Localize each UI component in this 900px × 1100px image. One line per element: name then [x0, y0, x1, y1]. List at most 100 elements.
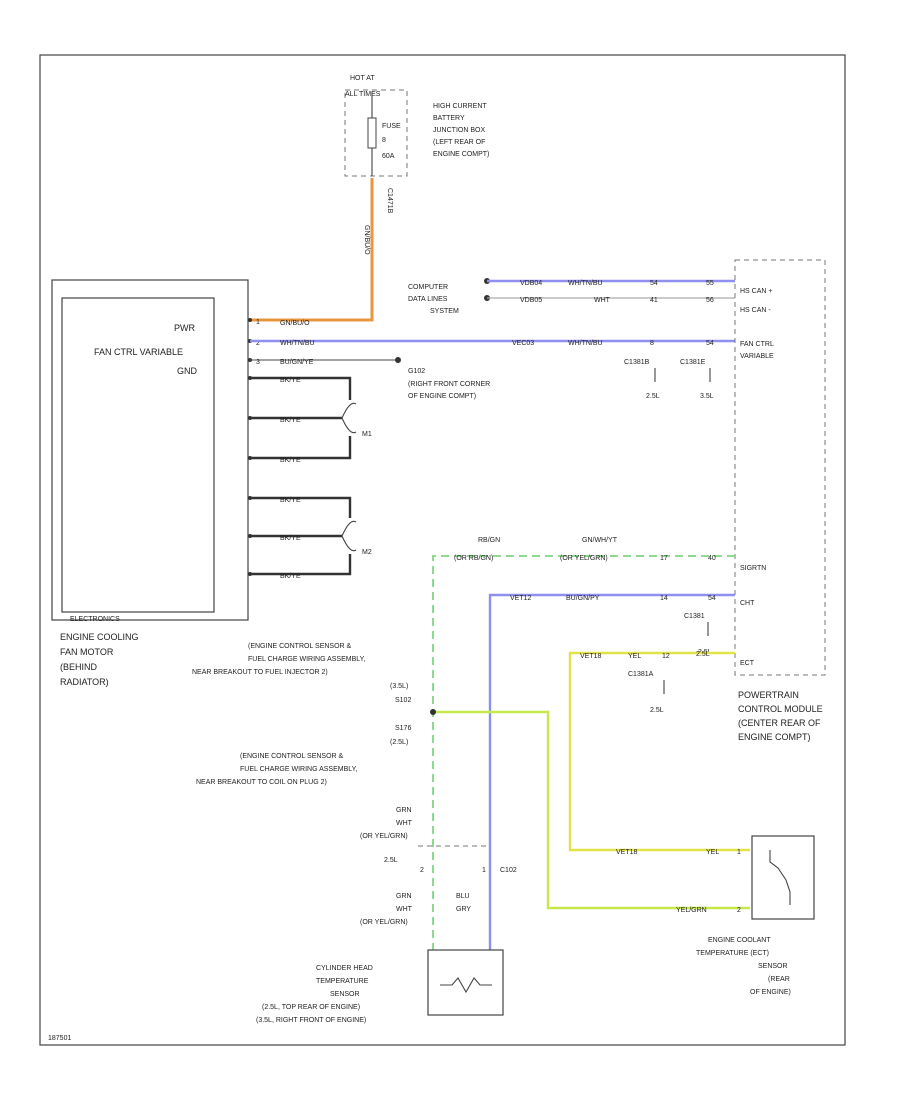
- cht-wire-top-1: GRN: [396, 807, 412, 814]
- cht-color: BU/GN/PY: [566, 595, 600, 602]
- junction-box-line-4: (LEFT REAR OF: [433, 139, 485, 146]
- pcm-caption-3: (CENTER REAR OF: [738, 718, 821, 728]
- pcm-hs-can-plus: HS CAN +: [740, 288, 772, 295]
- hot-at-label: HOT AT: [350, 75, 375, 82]
- ect-sensor-wire1-color: YEL: [706, 849, 719, 856]
- sigrtn-pin-b: 40: [708, 555, 716, 562]
- cht-caption-5: (3.5L, RIGHT FRONT OF ENGINE): [256, 1017, 366, 1024]
- cht-wire-bottom-3: (OR YEL/GRN): [360, 919, 408, 926]
- battery-wire-color: GN/BU/O: [363, 225, 370, 255]
- cht-eng: 2.5L: [384, 857, 398, 864]
- data-lines-label-3: SYSTEM: [430, 308, 459, 315]
- ect-color: YEL: [628, 653, 641, 660]
- junction-box-line-1: HIGH CURRENT: [433, 103, 487, 110]
- all-times-label: ALL TIMES: [345, 91, 381, 98]
- computer-data-lines: COMPUTER DATA LINES SYSTEM VDB04 VDB05 W…: [408, 278, 735, 315]
- s176-id: S176: [395, 725, 411, 732]
- s176-text-2: FUEL CHARGE WIRING ASSEMBLY,: [240, 766, 357, 773]
- pcm-hs-can-minus: HS CAN -: [740, 307, 771, 314]
- fan-caption-2: FAN MOTOR: [60, 647, 114, 657]
- ect-caption-3: SENSOR: [758, 963, 788, 970]
- fan-gnd-label: GND: [177, 366, 198, 376]
- s102-text-1: (ENGINE CONTROL SENSOR &: [248, 643, 352, 650]
- sigrtn-color-top-1: GN/WH/YT: [582, 537, 618, 544]
- fan-pin-ctrl: 2: [256, 340, 260, 347]
- motor-m1-wiring: BK/YE BK/YE BK/YE M1: [250, 376, 372, 464]
- cht-gry: GRY: [456, 906, 471, 913]
- cht-caption-4: (2.5L, TOP REAR OF ENGINE): [262, 1004, 360, 1011]
- ect-wire: [568, 651, 750, 852]
- cht-wire-top-3: (OR YEL/GRN): [360, 833, 408, 840]
- data-lines-label-2: DATA LINES: [408, 296, 448, 303]
- fuse-label: FUSE: [382, 123, 401, 130]
- ect-sensor-pin2: 2: [737, 907, 741, 914]
- fan-ctrl-label: FAN CTRL VARIABLE: [94, 347, 183, 357]
- cht-circuit: VET12: [510, 595, 532, 602]
- s176-text-3: NEAR BREAKOUT TO COIL ON PLUG 2): [196, 779, 327, 786]
- fan-motor: PWR FAN CTRL VARIABLE GND ELECTRONICS EN…: [51, 279, 249, 687]
- pcm-sigrtn: SIGRTN: [740, 565, 766, 572]
- junction-box-line-2: BATTERY: [433, 115, 465, 122]
- vdb05-circuit: VDB05: [520, 297, 542, 304]
- g102-id: G102: [408, 368, 425, 375]
- m1-wire-3: BK/YE: [280, 457, 301, 464]
- pcm-caption-4: ENGINE COMPT): [738, 732, 811, 742]
- vdb04-color: WH/TN/BU: [568, 280, 603, 287]
- fan-ctrl-wire-color: WH/TN/BU: [280, 340, 315, 347]
- vdb05-pin-right: 56: [706, 297, 714, 304]
- sigrtn-pin-a: 17: [660, 555, 668, 562]
- splice-point: [430, 709, 436, 715]
- powertrain-control-module: HS CAN + HS CAN - FAN CTRL VARIABLE SIGR…: [734, 259, 826, 742]
- data-lines-label-1: COMPUTER: [408, 284, 448, 291]
- fan-ctrl-circuit: VEC03: [512, 340, 534, 347]
- cht-caption-1: CYLINDER HEAD: [316, 965, 373, 972]
- fan-pwr-wire-color: GN/BU/O: [280, 320, 310, 327]
- c1381e-eng: 3.5L: [700, 393, 714, 400]
- cht-pin-b: 54: [708, 595, 716, 602]
- ect-thermistor-icon: [769, 850, 791, 905]
- vdb04-pin-right: 55: [706, 280, 714, 287]
- ect-caption-5: OF ENGINE): [750, 989, 791, 996]
- pcm-ect: ECT: [740, 660, 755, 667]
- cht-caption-2: TEMPERATURE: [316, 978, 369, 985]
- m2-wire-1: BK/YE: [280, 497, 301, 504]
- cht-caption-3: SENSOR: [330, 991, 360, 998]
- pcm-cht: CHT: [740, 600, 755, 607]
- motor-m2-wiring: BK/YE BK/YE BK/YE M2: [250, 496, 372, 580]
- battery-junction-box: HOT AT ALL TIMES FUSE 8 60A HIGH CURRENT…: [344, 75, 489, 255]
- ect-sensor-wire2-color: YEL/GRN: [676, 907, 707, 914]
- s176-eng: (2.5L): [390, 739, 408, 746]
- fan-pin-pwr: 1: [256, 319, 260, 326]
- m1-label: M1: [362, 431, 372, 438]
- cht-pin-a: 14: [660, 595, 668, 602]
- c1381b-eng: 2.5L: [646, 393, 660, 400]
- m1-wire-1: BK/YE: [280, 377, 301, 384]
- ect-sensor: VET18 YEL 1 YEL/GRN 2 ENGINE COOLANT TEM…: [616, 835, 815, 996]
- cht-wire-bottom-2: WHT: [396, 906, 413, 913]
- pcm-caption-1: POWERTRAIN: [738, 690, 799, 700]
- ect-pin-eng: 2.5L: [696, 651, 710, 658]
- ect-circuit: VET18: [580, 653, 602, 660]
- c1381e-id: C1381E: [680, 359, 706, 366]
- m2-wire-2: BK/YE: [280, 535, 301, 542]
- fan-caption-3: (BEHIND: [60, 662, 98, 672]
- vdb05-pin-left: 41: [650, 297, 658, 304]
- g102-location-2: OF ENGINE COMPT): [408, 393, 476, 400]
- fan-ctrl-pin-left: 8: [650, 340, 654, 347]
- s102-text-4: (3.5L): [390, 683, 408, 690]
- sigrtn-wire: [432, 555, 735, 950]
- fan-ctrl-color-right: WH/TN/BU: [568, 340, 603, 347]
- sigrtn-color-top-2: (OR YEL/GRN): [560, 555, 608, 562]
- s176-text-1: (ENGINE CONTROL SENSOR &: [240, 753, 344, 760]
- ect-caption-1: ENGINE COOLANT: [708, 937, 771, 944]
- s102-text-2: FUEL CHARGE WIRING ASSEMBLY,: [248, 656, 365, 663]
- splice-labels: (ENGINE CONTROL SENSOR & FUEL CHARGE WIR…: [192, 643, 411, 786]
- fan-connector-pins: 1 2 3: [248, 318, 260, 576]
- sigrtn-color-2: (OR RB/GN): [454, 555, 493, 562]
- cht-connector: C102: [500, 867, 517, 874]
- pcm-caption-2: CONTROL MODULE: [738, 704, 823, 714]
- cht-blu: BLU: [456, 893, 470, 900]
- s102-id: S102: [395, 697, 411, 704]
- fuse-icon: [367, 117, 377, 149]
